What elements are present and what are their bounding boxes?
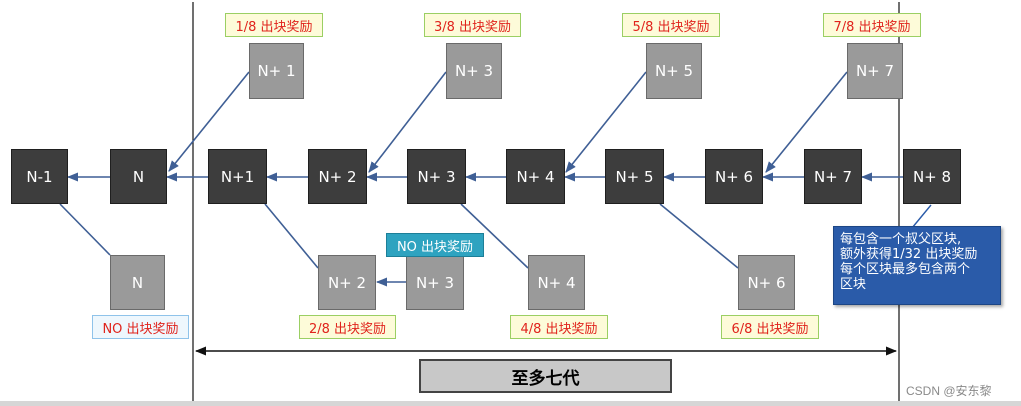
- reward-text: 7/8 出块奖励: [833, 19, 911, 35]
- generation-label-text: 至多七代: [511, 368, 580, 389]
- link-uncle-top-3: [368, 71, 447, 173]
- block-label: N+ 3: [415, 273, 455, 292]
- note-pointer: [911, 204, 932, 229]
- reward-label-top-5: 5/8 出块奖励: [622, 13, 720, 37]
- reward-label-top-1: 1/8 出块奖励: [225, 13, 323, 37]
- link-uncle-n6-parent: [659, 203, 739, 269]
- reward-label-bottom-n: NO 出块奖励: [92, 315, 189, 339]
- link-uncle-top-7: [765, 71, 848, 173]
- watermark: CSDN @安东黎: [906, 384, 992, 398]
- reward-text: NO 出块奖励: [396, 239, 474, 255]
- block-uncle-top-7: N+ 7: [847, 43, 903, 99]
- block-label: N+ 3: [454, 62, 494, 80]
- block-label: N+ 3: [417, 167, 456, 186]
- reward-label-top-7: 7/8 出块奖励: [823, 13, 921, 37]
- block-label: N+ 5: [654, 62, 694, 80]
- block-label: N+ 7: [813, 167, 853, 186]
- reward-label-bottom-n6: 6/8 出块奖励: [721, 315, 819, 339]
- block-label: N+ 5: [615, 167, 654, 186]
- generation-label: 至多七代: [419, 359, 672, 393]
- block-uncle-bottom-n: N: [110, 255, 165, 310]
- reward-text: 5/8 出块奖励: [632, 19, 710, 35]
- block-uncle-top-3: N+ 3: [446, 43, 502, 99]
- reward-label-bottom-n2: 2/8 出块奖励: [299, 315, 396, 339]
- block-uncle-bottom-n2: N+ 2: [318, 255, 376, 310]
- reward-label-bottom-n4: 4/8 出块奖励: [510, 315, 608, 339]
- link-uncle-n2-parent: [264, 203, 319, 269]
- block-main-n6: N+ 6: [705, 149, 763, 204]
- reward-label-bottom-n3: NO 出块奖励: [386, 233, 484, 257]
- block-main-n: N: [110, 149, 167, 204]
- block-label: N+ 6: [714, 167, 754, 186]
- note-line: 每个区块最多包含两个: [840, 262, 971, 277]
- reward-text: NO 出块奖励: [102, 321, 179, 337]
- block-uncle-top-5: N+ 5: [646, 43, 702, 99]
- reward-text: 3/8 出块奖励: [433, 19, 512, 35]
- block-main-n1: N+1: [208, 149, 267, 204]
- block-uncle-bottom-n6: N+ 6: [738, 255, 795, 310]
- block-label: N: [132, 167, 145, 186]
- reward-text: 2/8 出块奖励: [308, 321, 387, 337]
- block-main-n2: N+ 2: [308, 149, 367, 204]
- block-label: N+ 4: [537, 273, 576, 292]
- block-main-n7: N+ 7: [804, 149, 862, 204]
- block-main-n5: N+ 5: [605, 149, 664, 204]
- link-uncle-n4-parent: [460, 203, 529, 269]
- block-label: N-1: [26, 167, 53, 186]
- reward-text: 1/8 出块奖励: [235, 19, 313, 35]
- note-line: 每包含一个叔父区块,: [840, 232, 962, 247]
- block-main-n3: N+ 3: [407, 149, 466, 204]
- note-line: 区块: [840, 277, 867, 292]
- block-label: N: [131, 273, 144, 292]
- note-line: 额外获得1/32 出块奖励: [840, 247, 978, 262]
- block-label: N+ 1: [257, 62, 296, 80]
- block-main-n8: N+ 8: [903, 149, 961, 204]
- block-main-n4: N+ 4: [506, 149, 565, 204]
- reward-text: 4/8 出块奖励: [520, 321, 598, 337]
- link-uncle-top-1: [168, 71, 250, 172]
- block-label: N+ 2: [318, 167, 357, 186]
- block-main-n-1: N-1: [11, 149, 68, 204]
- block-label: N+ 7: [855, 62, 895, 80]
- block-uncle-top-1: N+ 1: [249, 43, 304, 99]
- reward-text: 6/8 出块奖励: [731, 321, 809, 337]
- block-label: N+ 2: [327, 273, 367, 292]
- block-label: N+ 8: [912, 167, 952, 186]
- block-uncle-bottom-n4: N+ 4: [528, 255, 585, 310]
- bottom-band: [0, 401, 1021, 406]
- block-label: N+ 6: [747, 273, 786, 292]
- block-uncle-bottom-n3: N+ 3: [406, 255, 464, 310]
- reward-label-top-3: 3/8 出块奖励: [424, 13, 521, 37]
- uncle-reward-note: 每包含一个叔父区块, 额外获得1/32 出块奖励 每个区块最多包含两个 区块: [833, 226, 1001, 305]
- link-uncle-top-5: [565, 71, 647, 173]
- link-uncle-n-parent: [59, 203, 111, 256]
- block-label: N+ 4: [516, 167, 555, 186]
- block-label: N+1: [220, 167, 255, 186]
